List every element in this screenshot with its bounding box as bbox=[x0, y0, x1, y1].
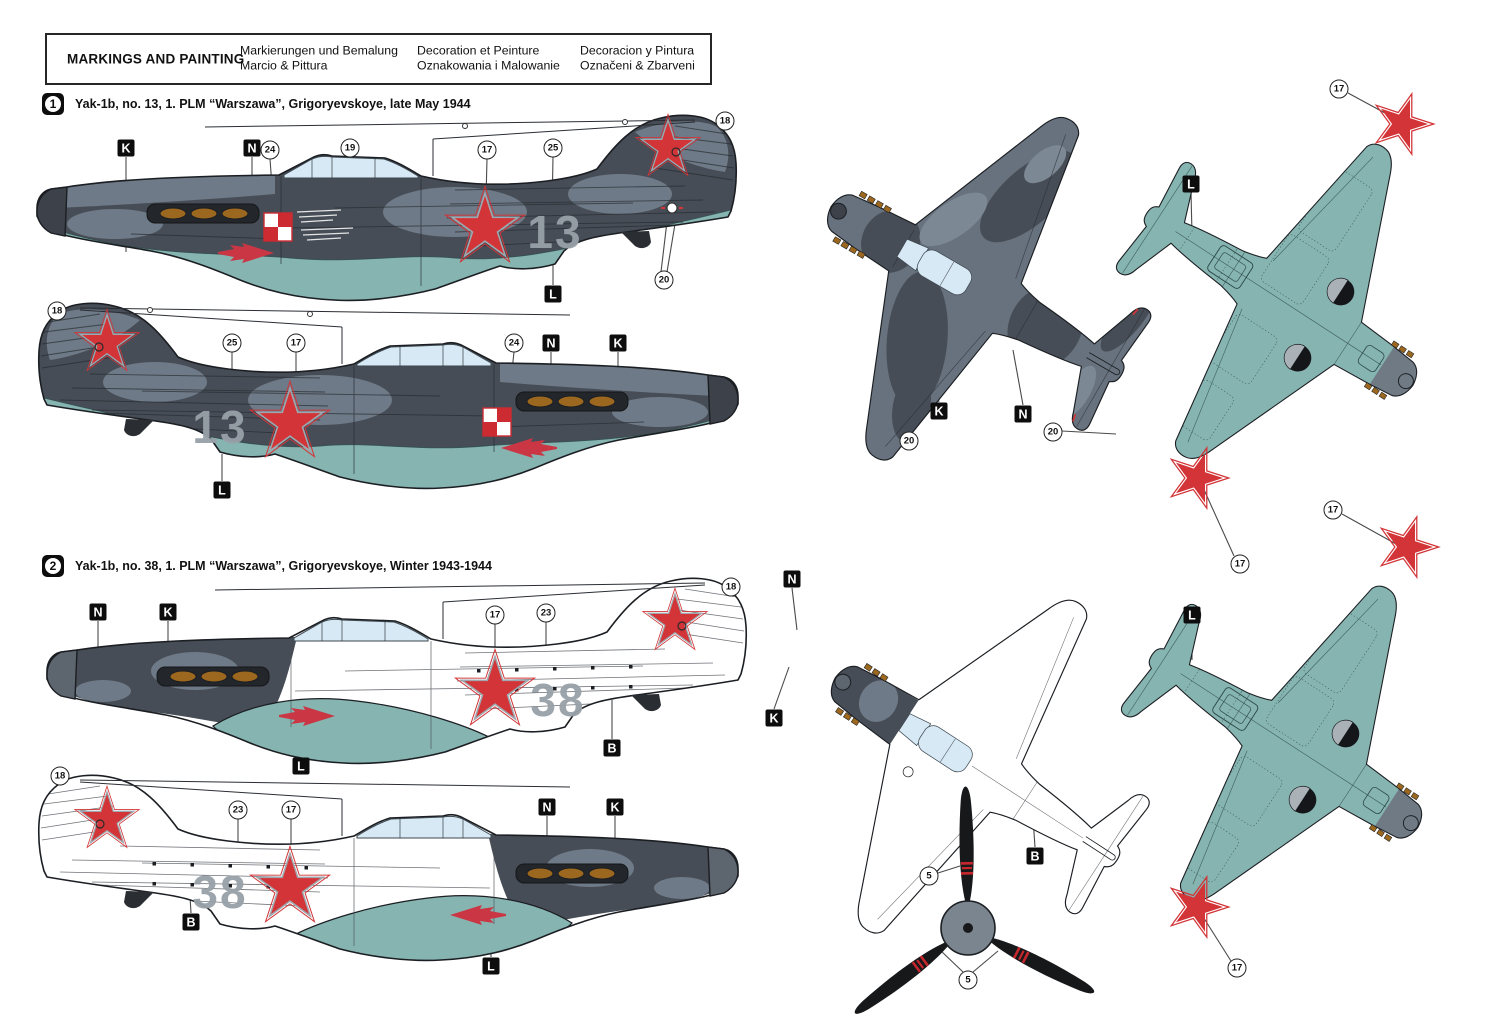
header-col-es-cz: Decoracion y Pintura Označeni & Zbarveni bbox=[580, 44, 695, 75]
scheme1-caption: Yak-1b, no. 13, 1. PLM “Warszawa”, Grigo… bbox=[75, 97, 471, 111]
callout-box-L: L bbox=[1183, 606, 1201, 624]
callout-circle-24: 24 bbox=[260, 140, 280, 160]
callout-box-N: N bbox=[783, 570, 801, 588]
propeller bbox=[850, 786, 1098, 1019]
callout-box-L: L bbox=[544, 285, 562, 303]
callout-circle-17: 17 bbox=[286, 333, 306, 353]
callout-box-K: K bbox=[117, 139, 135, 157]
inscription-lines bbox=[296, 209, 354, 241]
plane2-side-right: 38 bbox=[45, 578, 746, 765]
plane1-side-right: 13 bbox=[37, 114, 736, 306]
callout-circle-17: 17 bbox=[477, 140, 497, 160]
scheme2-caption-row: 2 Yak-1b, no. 38, 1. PLM “Warszawa”, Gri… bbox=[42, 554, 492, 578]
tactical-number: 13 bbox=[527, 206, 582, 258]
callout-circle-17: 17 bbox=[1323, 500, 1343, 520]
markings-header-box: MARKINGS AND PAINTING Markierungen und B… bbox=[45, 33, 712, 85]
callout-box-L: L bbox=[1182, 175, 1200, 193]
callout-circle-5: 5 bbox=[919, 866, 939, 886]
callout-circle-17: 17 bbox=[1329, 79, 1349, 99]
callout-circle-19: 19 bbox=[340, 138, 360, 158]
callout-circle-18: 18 bbox=[715, 111, 735, 131]
callout-circle-17: 17 bbox=[485, 605, 505, 625]
scheme1-caption-row: 1 Yak-1b, no. 13, 1. PLM “Warszawa”, Gri… bbox=[42, 92, 471, 116]
plane2-bottom-view bbox=[1052, 501, 1500, 982]
polish-checkerboard bbox=[482, 407, 512, 437]
callout-circle-20: 20 bbox=[654, 270, 674, 290]
wing-star bbox=[1370, 508, 1445, 581]
propeller-blade bbox=[958, 786, 975, 911]
callout-box-N: N bbox=[542, 334, 560, 352]
callout-box-B: B bbox=[603, 739, 621, 757]
plane2-side-left: 38 bbox=[39, 775, 740, 962]
callout-box-N: N bbox=[243, 139, 261, 157]
propeller-blade bbox=[980, 929, 1098, 999]
callout-box-K: K bbox=[606, 798, 624, 816]
callout-circle-23: 23 bbox=[536, 603, 556, 623]
header-cz: Označeni & Zbarveni bbox=[580, 59, 695, 73]
header-es: Decoracion y Pintura bbox=[580, 43, 695, 58]
scheme2-badge: 2 bbox=[42, 555, 64, 577]
callout-box-B: B bbox=[1026, 847, 1044, 865]
callout-box-N: N bbox=[538, 798, 556, 816]
callout-circle-17: 17 bbox=[1227, 958, 1247, 978]
plane1-top-view bbox=[734, 38, 1219, 543]
callout-box-L: L bbox=[482, 957, 500, 975]
callout-box-L: L bbox=[213, 481, 231, 499]
header-col-fr-pl: Decoration et Peinture Oznakowania i Mal… bbox=[417, 44, 560, 75]
scheme2-caption: Yak-1b, no. 38, 1. PLM “Warszawa”, Grigo… bbox=[75, 559, 492, 573]
callout-circle-25: 25 bbox=[222, 333, 242, 353]
callout-circle-18: 18 bbox=[721, 577, 741, 597]
header-de: Markierungen und Bemalung bbox=[240, 43, 398, 58]
callout-box-N: N bbox=[89, 603, 107, 621]
scheme1-number: 1 bbox=[45, 96, 61, 112]
callout-circle-24: 24 bbox=[504, 333, 524, 353]
plane1-side-left: 13 bbox=[39, 303, 738, 494]
tactical-number: 38 bbox=[192, 866, 247, 918]
callout-box-K: K bbox=[609, 334, 627, 352]
callout-circle-20: 20 bbox=[1043, 422, 1063, 442]
callout-circle-25: 25 bbox=[543, 138, 563, 158]
scheme1-badge: 1 bbox=[42, 93, 64, 115]
callout-circle-18: 18 bbox=[47, 301, 67, 321]
callout-circle-20: 20 bbox=[899, 431, 919, 451]
header-title: MARKINGS AND PAINTING bbox=[67, 51, 245, 67]
callout-box-B: B bbox=[182, 913, 200, 931]
header-col-de-it: Markierungen und Bemalung Marcio & Pittu… bbox=[240, 44, 398, 75]
callout-box-K: K bbox=[765, 709, 783, 727]
header-fr: Decoration et Peinture bbox=[417, 43, 540, 58]
tactical-number: 13 bbox=[192, 401, 247, 453]
callout-circle-18: 18 bbox=[50, 766, 70, 786]
callout-circle-17: 17 bbox=[281, 800, 301, 820]
plane1-bottom-view bbox=[1047, 59, 1500, 540]
callout-box-N: N bbox=[1014, 405, 1032, 423]
header-it: Marcio & Pittura bbox=[240, 59, 328, 73]
callout-circle-17: 17 bbox=[1230, 554, 1250, 574]
callout-circle-23: 23 bbox=[228, 800, 248, 820]
callout-box-K: K bbox=[159, 603, 177, 621]
scheme2-number: 2 bbox=[45, 558, 61, 574]
header-pl: Oznakowania i Malowanie bbox=[417, 59, 560, 73]
propeller-blade bbox=[850, 933, 958, 1019]
callout-circle-5: 5 bbox=[958, 970, 978, 990]
callout-box-L: L bbox=[292, 757, 310, 775]
polish-checkerboard bbox=[263, 212, 293, 242]
tactical-number: 38 bbox=[530, 674, 585, 726]
callout-box-K: K bbox=[930, 402, 948, 420]
